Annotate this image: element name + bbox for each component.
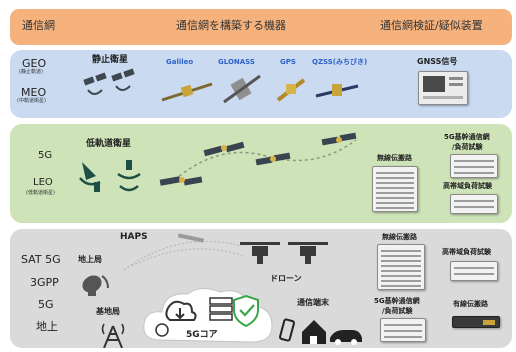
label-meo: MEO <box>21 86 47 99</box>
label-geostationary-satellite: 静止衛星 <box>92 55 129 65</box>
label-geo-sub: (静止軌道) <box>19 69 43 75</box>
label-meo-sub: (中軌道衛星) <box>17 98 46 104</box>
qzss-satellite-icon <box>315 84 359 98</box>
label-geo: GEO <box>22 57 47 70</box>
label-gnss-signal: GNSS信号 <box>417 57 458 66</box>
backbone-tester-device <box>450 154 498 178</box>
label-high-band-load-test-2: 高帯域負荷試験 <box>442 248 491 256</box>
label-sat5g: SAT 5G <box>21 253 61 266</box>
label-high-band-load-test-1: 高帯域負荷試験 <box>443 182 492 190</box>
drone-icon <box>240 242 328 264</box>
galileo-satellite-icon <box>161 82 213 102</box>
label-5g-leo: 5G <box>38 150 53 161</box>
label-haps: HAPS <box>120 232 148 242</box>
label-low-orbit-satellite: 低軌道衛星 <box>86 139 132 149</box>
gnss-simulator-device <box>418 71 468 105</box>
label-leo-sub: (低軌道衛星) <box>26 190 55 196</box>
ground-propagation-device <box>377 244 425 290</box>
header-equipment: 通信網を構築する機器 <box>176 19 286 32</box>
satellite-dish-icon <box>83 68 135 95</box>
label-3gpp: 3GPP <box>30 276 59 289</box>
label-wireless-propagation-1: 無線伝搬路 <box>377 154 412 162</box>
label-5g-core: 5Gコア <box>186 330 218 340</box>
ground-backbone-tester-device <box>380 318 426 342</box>
label-glonass: GLONASS <box>218 58 255 66</box>
header-verification: 通信網検証/疑似装置 <box>380 19 483 32</box>
label-terrestrial: 地上 <box>36 320 58 333</box>
wired-propagation-device <box>452 316 500 328</box>
label-5g-backbone-1: 5G基幹通信網 <box>444 133 490 141</box>
leo-band <box>10 124 512 223</box>
glonass-satellite-icon <box>223 74 261 104</box>
label-drone: ドローン <box>270 274 302 283</box>
label-ground-station: 地上局 <box>78 255 102 264</box>
leo-constellation-icon <box>159 132 357 186</box>
label-qzss: QZSS(みちびき) <box>312 58 368 66</box>
label-load-test-2: /負荷試験 <box>382 307 413 315</box>
5g-core-cloud-icon <box>143 288 273 343</box>
label-5g-ground: 5G <box>38 298 54 311</box>
label-base-station: 基地局 <box>96 307 120 316</box>
ground-antenna-icon <box>79 160 141 192</box>
label-gps: GPS <box>280 58 296 66</box>
label-galileo: Galileo <box>166 58 194 66</box>
high-band-tester-device <box>450 194 498 214</box>
label-terminal: 通信端末 <box>297 298 329 307</box>
label-wired-propagation: 有線伝搬路 <box>453 300 488 308</box>
terminal-devices-icon <box>279 318 362 345</box>
label-leo: LEO <box>33 177 53 188</box>
ground-high-band-tester-device <box>450 261 498 281</box>
header-bar <box>10 9 512 45</box>
base-station-tower-icon <box>101 323 125 348</box>
propagation-emulator-device <box>372 166 418 212</box>
ground-station-dish-icon <box>82 275 109 296</box>
label-wireless-propagation-2: 無線伝搬路 <box>382 233 417 241</box>
label-5g-backbone-2: 5G基幹通信網 <box>374 297 420 305</box>
gps-satellite-icon <box>276 78 306 102</box>
header-network: 通信網 <box>22 19 55 32</box>
label-load-test-1: /負荷試験 <box>452 143 483 151</box>
haps-link-icon <box>123 233 245 271</box>
